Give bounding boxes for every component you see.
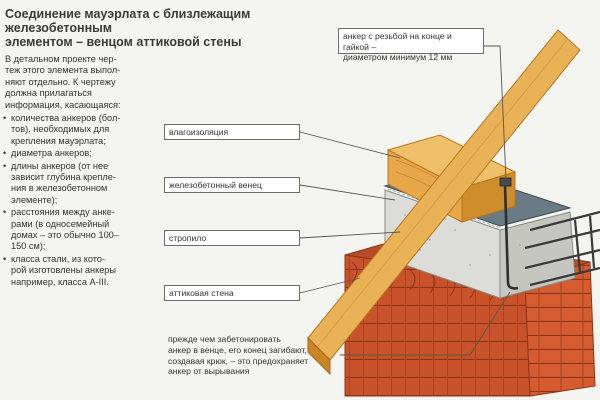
bullet-line: зависит глубина крепле- — [11, 172, 116, 183]
bullet-line: количества анкеров (бол- — [11, 113, 121, 123]
bullet-line: расстояния между анке- — [11, 207, 115, 218]
callout-rafter-label: стропило — [169, 233, 207, 243]
bullet-line: 150 см); — [11, 241, 46, 252]
callout-waterproofing: влагоизоляция — [164, 124, 300, 140]
intro-paragraph: В детальном проекте чер- теж этого элеме… — [5, 54, 155, 111]
intro-line: теж этого элемента выпол- — [5, 65, 121, 76]
bullet-line: например, класса А-III. — [11, 276, 109, 287]
note-line: анкер в венце, его конец загибают, — [168, 344, 307, 355]
callout-rafter: стропило — [164, 230, 300, 246]
callout-waterproofing-label: влагоизоляция — [169, 127, 229, 137]
bullet-line: класса стали, из кото- — [11, 253, 106, 264]
note-line: анкер от вырывания — [168, 366, 250, 377]
bullet-item: длины анкеров (от нее зависит глубина кр… — [3, 161, 155, 207]
bullet-item: класса стали, из кото- рой изготовлены а… — [3, 254, 155, 288]
bullet-line: рой изготовлены анкеры — [11, 265, 117, 276]
callout-attic-wall: аттиковая стена — [164, 285, 300, 301]
rafter-end — [307, 336, 331, 376]
leader-lines — [299, 45, 511, 356]
bullet-list: количества анкеров (бол- тов), необходим… — [3, 113, 155, 289]
bullet-line: рами (в односемейный — [11, 218, 110, 229]
bullet-line: диаметра анкеров; — [11, 148, 92, 159]
callout-attic-wall-label: аттиковая стена — [169, 288, 234, 298]
bullet-line: тов), необходимых для — [11, 124, 110, 135]
bullet-line: домах – это обычно 100– — [11, 230, 119, 241]
rebar-cage — [524, 210, 600, 287]
intro-line: должна прилагаться — [5, 88, 92, 99]
anchor-hook-note: прежде чем забетонировать анкер в венце,… — [168, 334, 338, 377]
callout-ring-beam: железобетонный венец — [164, 177, 300, 193]
title-line: элементом – венцом аттиковой стены — [5, 35, 242, 49]
page-title: Соединение мауэрлата с близлежащим желез… — [5, 7, 335, 49]
title-line: Соединение мауэрлата с близлежащим желез… — [5, 7, 251, 35]
bullet-line: ния в железобетонном — [11, 183, 108, 194]
bullet-item: количества анкеров (бол- тов), необходим… — [3, 113, 155, 147]
note-line: прежде чем забетонировать — [168, 334, 281, 344]
bullet-line: крепления мауэрлата; — [11, 135, 106, 146]
bullet-item: расстояния между анке- рами (в односемей… — [3, 207, 155, 253]
intro-line: В детальном проекте чер- — [5, 54, 117, 64]
note-line: создавая крюк, – это предохраняет — [168, 355, 309, 366]
callout-ring-beam-label: железобетонный венец — [169, 180, 262, 190]
intro-line: информация, касающаяся: — [5, 99, 121, 110]
callout-anchor-line: диаметром минимум 12 мм — [343, 52, 453, 63]
callout-anchor-line: анкер с резьбой на конце и гайкой – — [343, 31, 452, 52]
bullet-line: элементе); — [11, 194, 58, 205]
bullet-item: диаметра анкеров; — [3, 148, 155, 160]
callout-anchor: анкер с резьбой на конце и гайкой – диам… — [338, 28, 484, 62]
bullet-line: длины анкеров (от нее — [11, 160, 109, 171]
intro-line: няют отдельно. К чертежу — [5, 76, 116, 87]
anchor-bolt — [499, 177, 519, 290]
ring-beam-side — [499, 211, 576, 299]
